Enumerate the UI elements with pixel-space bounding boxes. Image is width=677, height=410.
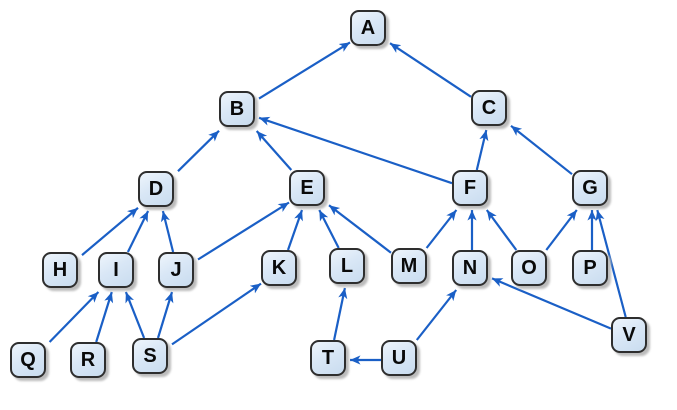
edge-S-I [124, 291, 146, 339]
edge-S-J [156, 291, 174, 339]
edge-O-F [485, 209, 518, 251]
edge-U-N [415, 289, 458, 341]
edge-J-D [160, 210, 175, 253]
edge-M-F [425, 209, 458, 249]
node-F[interactable]: F [452, 170, 488, 206]
edge-M-E [328, 204, 392, 254]
node-label-P: P [583, 256, 597, 279]
node-label-D: D [148, 177, 164, 200]
edge-V-G [595, 209, 627, 318]
edge-T-L [333, 287, 348, 341]
node-A[interactable]: A [350, 10, 386, 46]
edge-S-K [171, 282, 262, 346]
edge-R-I [95, 291, 114, 343]
node-L[interactable]: L [329, 248, 365, 284]
node-label-F: F [463, 176, 477, 199]
node-K[interactable]: K [261, 250, 297, 286]
node-I[interactable]: I [98, 252, 134, 288]
node-label-G: G [582, 176, 598, 199]
node-label-M: M [400, 254, 418, 277]
edge-V-N [491, 277, 612, 330]
node-P[interactable]: P [572, 250, 608, 286]
node-S[interactable]: S [132, 338, 168, 374]
node-T[interactable]: T [310, 340, 346, 376]
node-label-R: R [80, 348, 96, 371]
edge-F-B [258, 116, 453, 185]
edge-F-C [475, 129, 489, 171]
edge-B-A [258, 41, 351, 100]
node-R[interactable]: R [70, 342, 106, 378]
edge-H-D [81, 207, 139, 256]
edge-I-D [126, 210, 150, 253]
node-U[interactable]: U [381, 340, 417, 376]
node-label-E: E [300, 176, 314, 199]
edge-L-E [318, 209, 340, 249]
node-label-V: V [622, 323, 636, 346]
node-label-H: H [52, 258, 68, 281]
node-D[interactable]: D [138, 171, 174, 207]
node-label-L: L [340, 254, 354, 277]
node-label-U: U [391, 346, 407, 369]
node-E[interactable]: E [289, 170, 325, 206]
node-label-A: A [360, 16, 376, 39]
node-J[interactable]: J [158, 252, 194, 288]
edge-K-E [286, 209, 304, 251]
node-M[interactable]: M [391, 248, 427, 284]
node-C[interactable]: C [471, 90, 507, 126]
node-Q[interactable]: Q [10, 342, 46, 378]
node-O[interactable]: O [511, 250, 547, 286]
node-V[interactable]: V [611, 317, 647, 353]
node-label-B: B [229, 97, 245, 120]
edge-E-B [255, 130, 293, 171]
node-label-I: I [113, 258, 119, 281]
edge-Q-I [48, 291, 100, 343]
node-label-C: C [481, 96, 497, 119]
node-label-N: N [462, 256, 478, 279]
node-label-S: S [143, 344, 157, 367]
edge-D-B [177, 130, 220, 172]
node-label-T: T [321, 346, 335, 369]
edges-group [48, 41, 627, 365]
node-label-O: O [521, 256, 537, 279]
node-label-K: K [271, 256, 287, 279]
node-B[interactable]: B [219, 91, 255, 127]
node-G[interactable]: G [572, 170, 608, 206]
node-label-Q: Q [20, 348, 36, 371]
edge-J-E [197, 201, 290, 261]
node-label-J: J [170, 258, 182, 281]
node-H[interactable]: H [42, 252, 78, 288]
edge-G-C [510, 124, 573, 176]
node-N[interactable]: N [452, 250, 488, 286]
edge-C-A [389, 42, 472, 98]
edge-O-G [545, 209, 578, 251]
